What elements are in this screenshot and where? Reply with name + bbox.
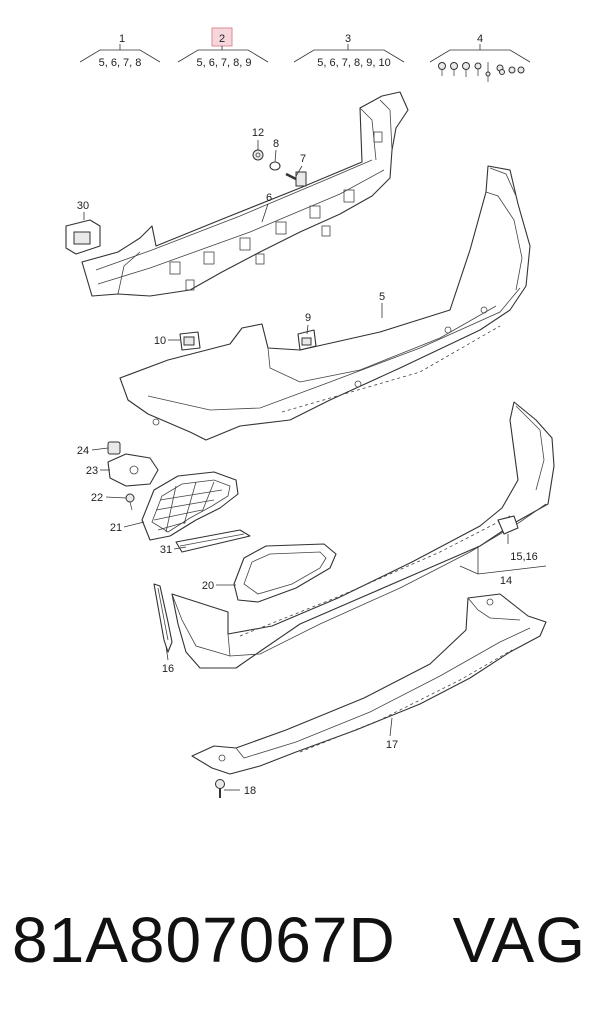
kit-group-1-members: 5, 6, 7, 8 <box>99 57 142 69</box>
fastener-kit-icon <box>438 62 525 82</box>
lamp-bezel <box>233 543 337 603</box>
exploded-parts-diagram: 1 5, 6, 7, 8 2 5, 6, 7, 8, 9 3 5, 6, 7, … <box>65 27 555 798</box>
callout-14: 14 <box>500 575 512 587</box>
brand-name: VAG <box>452 904 586 976</box>
reflector-strip <box>175 529 251 553</box>
caption-bar: 81A807067D VAG <box>0 890 600 990</box>
part-number: 81A807067D <box>12 904 396 976</box>
diffuser-panel <box>191 593 547 775</box>
nut-12 <box>252 149 264 161</box>
callout-23: 23 <box>86 465 98 477</box>
callout-30: 30 <box>77 200 89 212</box>
callout-8: 8 <box>273 138 279 150</box>
callout-12: 12 <box>252 127 264 139</box>
kit-group-2-members: 5, 6, 7, 8, 9 <box>196 57 251 69</box>
kit-group-2-number: 2 <box>219 33 225 45</box>
kit-group-1-number: 1 <box>119 33 125 45</box>
callout-22: 22 <box>91 492 103 504</box>
clip-10 <box>179 331 201 351</box>
callout-9: 9 <box>305 312 311 324</box>
kit-group-1: 1 5, 6, 7, 8 <box>79 33 161 69</box>
callout-7: 7 <box>300 153 306 165</box>
kit-group-3-members: 5, 6, 7, 8, 9, 10 <box>317 57 390 69</box>
kit-group-3-number: 3 <box>345 33 351 45</box>
callout-31: 31 <box>160 544 172 556</box>
bolt-7 <box>285 171 307 187</box>
callout-21: 21 <box>110 522 122 534</box>
clip-15-16 <box>497 515 519 544</box>
screw-18 <box>215 779 225 798</box>
callout-5: 5 <box>379 291 385 303</box>
callout-15-16: 15,16 <box>510 551 538 563</box>
callout-18: 18 <box>244 785 256 797</box>
nut-24 <box>107 441 121 455</box>
bracket-23 <box>107 453 159 487</box>
screw-22 <box>125 493 135 511</box>
sensor-bracket <box>65 212 101 255</box>
callout-24: 24 <box>77 445 89 457</box>
callout-6: 6 <box>266 192 272 204</box>
bumper-cover-upper <box>119 165 531 441</box>
callout-labels: 12 8 7 6 30 9 5 10 24 23 22 21 31 20 16 … <box>77 127 538 797</box>
callout-17: 17 <box>386 739 398 751</box>
kit-group-4-number: 4 <box>477 33 483 45</box>
side-guide-16 <box>153 583 173 653</box>
kit-group-4: 4 <box>429 33 531 82</box>
callout-16: 16 <box>162 663 174 675</box>
washer-8 <box>269 161 281 171</box>
kit-group-3: 3 5, 6, 7, 8, 9, 10 <box>293 33 405 69</box>
bumper-reinforcement <box>81 91 409 297</box>
kit-group-2: 2 5, 6, 7, 8, 9 <box>177 27 269 69</box>
reflector-grille <box>141 471 239 541</box>
clip-9 <box>297 329 317 351</box>
callout-20: 20 <box>202 580 214 592</box>
leader-lines <box>91 140 547 791</box>
callout-10: 10 <box>154 335 166 347</box>
